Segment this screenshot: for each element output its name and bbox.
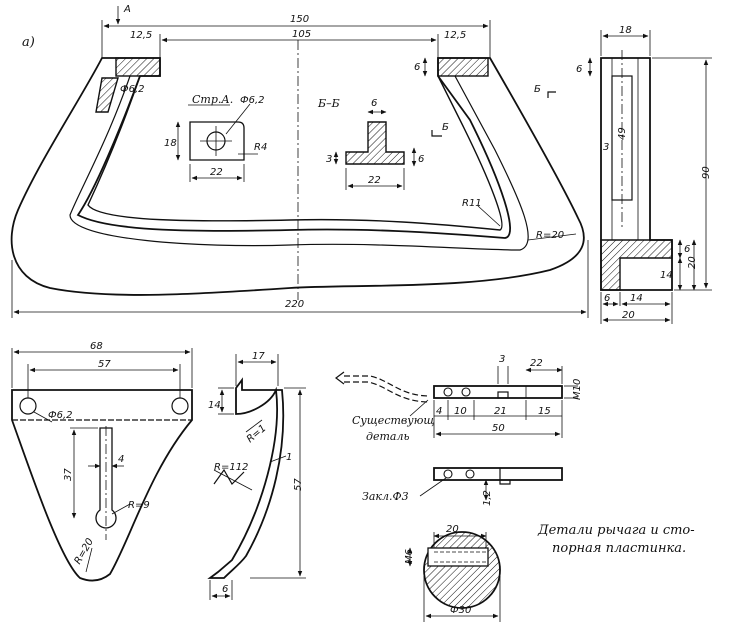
figure-label: а): [22, 35, 35, 50]
side-d90: 90: [701, 166, 712, 179]
plate-d68: 68: [90, 341, 103, 352]
side-d6-bottom: 6: [604, 293, 610, 304]
section-bb-d6-top: 6: [371, 98, 377, 109]
section-bb-shape: [345, 121, 405, 165]
stop-plate: 68 57 Ф6,2 4 37 R=9 R=20: [11, 341, 193, 582]
detail-a-radius: R4: [254, 142, 267, 153]
frame-inner-contour: [87, 75, 503, 231]
section-arrow-b-2: Б: [534, 84, 541, 95]
lever-existing-part: [344, 375, 431, 397]
spring-d14: 14: [208, 400, 221, 411]
detail-a-hole-label: Ф6,2: [240, 95, 265, 106]
dim-12-5-left: 12,5: [130, 30, 152, 41]
dim-105: 105: [292, 29, 311, 40]
side-d14-bottom: 14: [630, 293, 643, 304]
frame-left-hatch: [95, 77, 119, 113]
view-arrow-a-label: А: [123, 4, 131, 15]
dim-6-top: 6: [414, 62, 420, 73]
lever-d3: 3: [499, 354, 505, 365]
lever-d15: 15: [538, 406, 551, 417]
side-d6-right: 6: [684, 244, 690, 255]
frame-hole-label: Ф6,2: [120, 84, 145, 95]
detail-a-width: 22: [210, 167, 223, 178]
lever-d10: 10: [454, 406, 467, 417]
round-section-body: [423, 531, 501, 609]
lever-d50: 50: [492, 423, 505, 434]
lever-existing-label-1: Существующ: [352, 414, 434, 427]
side-d49: 49: [617, 127, 628, 140]
plate-d37: 37: [63, 468, 74, 481]
plate-r20: R=20: [73, 537, 97, 567]
spring-d17: 17: [252, 351, 265, 362]
spring-r1: R=1: [245, 423, 269, 445]
lever-detail: 3 22 М10 4 10 21 15 50 Существующ деталь…: [335, 354, 583, 506]
plate-hole-right: [171, 397, 189, 415]
plate-hole-left: [19, 397, 37, 415]
lever-d1-2: 1,2: [482, 490, 493, 506]
caption-line-2: порная пластинка.: [552, 541, 686, 556]
side-d20-right: 20: [687, 256, 698, 269]
dim-220: 220: [285, 299, 304, 310]
spring-d57: 57: [293, 478, 304, 491]
lever-d21: 21: [494, 406, 507, 417]
section-bb-d3: 3: [326, 154, 332, 165]
spring-r112: R=112: [214, 462, 248, 473]
section-bb-title: Б–Б: [317, 97, 340, 110]
round-d20: 20: [446, 524, 459, 535]
round-m6: М6: [404, 549, 415, 564]
dim-150: 150: [290, 14, 309, 25]
plate-r9: R=9: [128, 500, 150, 511]
caption-line-1: Детали рычага и сто-: [537, 523, 695, 538]
side-d14: 14: [660, 270, 673, 281]
frame-r20: R=20: [536, 230, 564, 241]
lever-notch: [497, 391, 509, 399]
side-view: 18 6 49 3 90 6 14 20 6 14 20: [576, 25, 712, 324]
plate-slot: [95, 427, 117, 529]
plate-d4: 4: [118, 454, 124, 465]
lever-m10: М10: [572, 379, 583, 400]
detail-a-height: 18: [164, 138, 177, 149]
spring-outline: [207, 377, 285, 579]
section-bb-d22: 22: [368, 175, 381, 186]
frame-r11: R11: [462, 198, 482, 209]
round-d30: Ф30: [450, 605, 471, 616]
lever-hook: [499, 468, 511, 485]
plate-hole-label: Ф6,2: [48, 410, 73, 421]
plate-outline: [11, 389, 193, 582]
spring-d1: 1: [286, 452, 292, 463]
lever-d4: 4: [436, 406, 442, 417]
lever-existing-label-2: деталь: [366, 430, 409, 443]
frame-right-section: [437, 57, 489, 77]
detail-a-title: Стр.А.: [192, 93, 233, 106]
spring-detail: 17 14 R=1 R=112 1 57 6: [207, 351, 306, 600]
plate-d57: 57: [98, 359, 111, 370]
side-d3: 3: [603, 142, 609, 153]
side-d6-top: 6: [576, 64, 582, 75]
lever-rivet-label: Закл.Ф3: [362, 490, 409, 503]
side-view-section: [600, 239, 673, 291]
side-d18: 18: [619, 25, 632, 36]
main-frame-view: а) А 150 105 12,5 12,5 6 Ф6,2 Стр.А.: [10, 4, 589, 318]
frame-inner-contour-2: [69, 75, 529, 251]
spring-d6: 6: [222, 584, 228, 595]
frame-outer-contour: [10, 57, 585, 296]
round-section-slot: [427, 547, 489, 567]
section-arrow-b-1: Б: [442, 122, 449, 133]
side-d20-bottom: 20: [622, 310, 635, 321]
frame-left-section: [115, 57, 161, 77]
lever-d22: 22: [530, 358, 543, 369]
section-bb-d6-right: 6: [418, 154, 424, 165]
detail-a-plate: [189, 121, 245, 161]
dim-12-5-right: 12,5: [444, 30, 466, 41]
lever-body-2: [433, 467, 563, 481]
round-section: 20 М6 Ф30: [404, 524, 501, 622]
